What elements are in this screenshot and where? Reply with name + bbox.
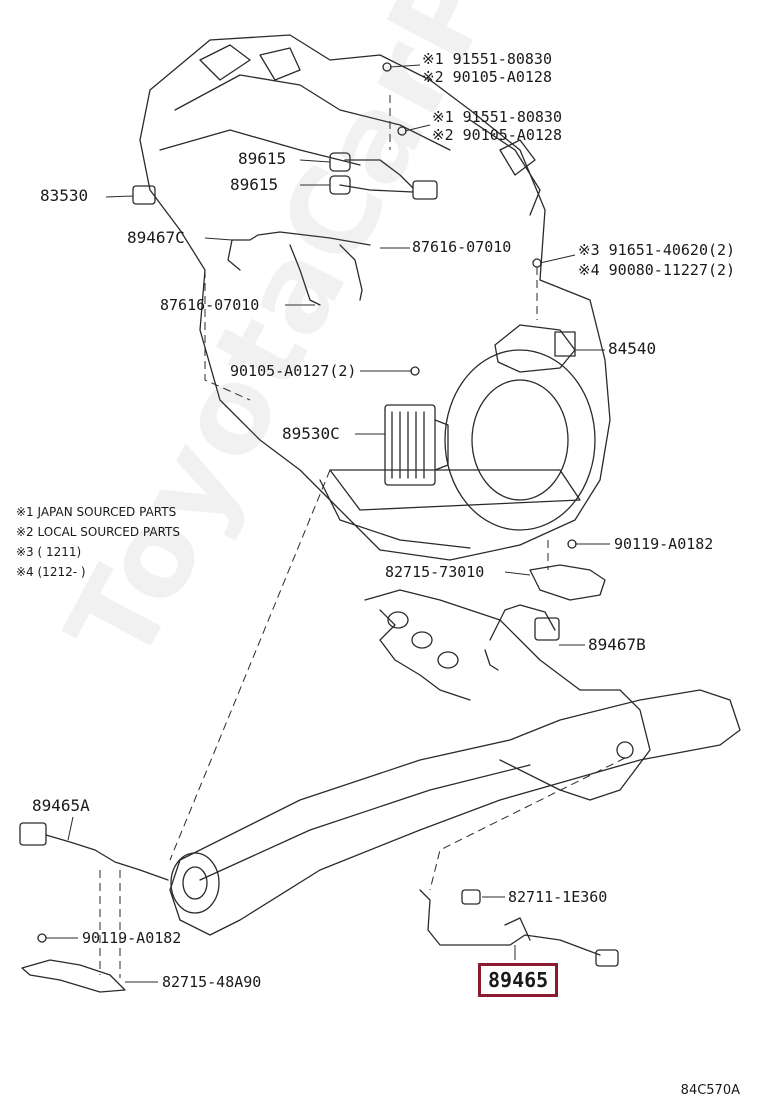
part-87616-07010-a[interactable]: 87616-07010 — [412, 238, 512, 256]
part-91551-80830-top[interactable]: ※1 91551-80830 — [422, 50, 552, 68]
part-90105-A0128-mid[interactable]: ※2 90105-A0128 — [432, 126, 562, 144]
part-82711-1E360[interactable]: 82711-1E360 — [508, 888, 608, 906]
note-japan-sourced: ※1 JAPAN SOURCED PARTS — [16, 505, 177, 519]
part-90119-A0182-a[interactable]: 90119-A0182 — [614, 535, 714, 553]
part-89465A[interactable]: 89465A — [32, 796, 90, 815]
part-82715-73010[interactable]: 82715-73010 — [385, 563, 485, 581]
part-89467B[interactable]: 89467B — [588, 635, 646, 654]
part-84540[interactable]: 84540 — [608, 339, 657, 358]
note-range-3: ※3 ( 1211) — [16, 545, 82, 559]
part-90105-A0128-top[interactable]: ※2 90105-A0128 — [422, 68, 552, 86]
part-83530[interactable]: 83530 — [40, 186, 89, 205]
part-90080-11227[interactable]: ※4 90080-11227(2) — [578, 261, 736, 279]
engine-block-outline — [139, 34, 611, 561]
part-89615-b[interactable]: 89615 — [230, 175, 279, 194]
part-89467C[interactable]: 89467C — [127, 228, 185, 247]
part-91551-80830-mid[interactable]: ※1 91551-80830 — [432, 108, 562, 126]
note-range-4: ※4 (1212- ) — [16, 565, 86, 579]
part-89615-a[interactable]: 89615 — [238, 149, 287, 168]
part-89530C[interactable]: 89530C — [282, 424, 340, 443]
part-82715-48A90[interactable]: 82715-48A90 — [162, 973, 262, 991]
part-90119-A0182-b[interactable]: 90119-A0182 — [82, 929, 182, 947]
note-local-sourced: ※2 LOCAL SOURCED PARTS — [16, 525, 180, 539]
part-90105-A0127[interactable]: 90105-A0127(2) — [230, 362, 357, 380]
part-91651-40620[interactable]: ※3 91651-40620(2) — [578, 241, 736, 259]
diagram-code: 84C570A — [680, 1083, 740, 1098]
highlighted-part-89465[interactable]: 89465 — [478, 963, 559, 997]
part-87616-07010-b[interactable]: 87616-07010 — [160, 296, 260, 314]
